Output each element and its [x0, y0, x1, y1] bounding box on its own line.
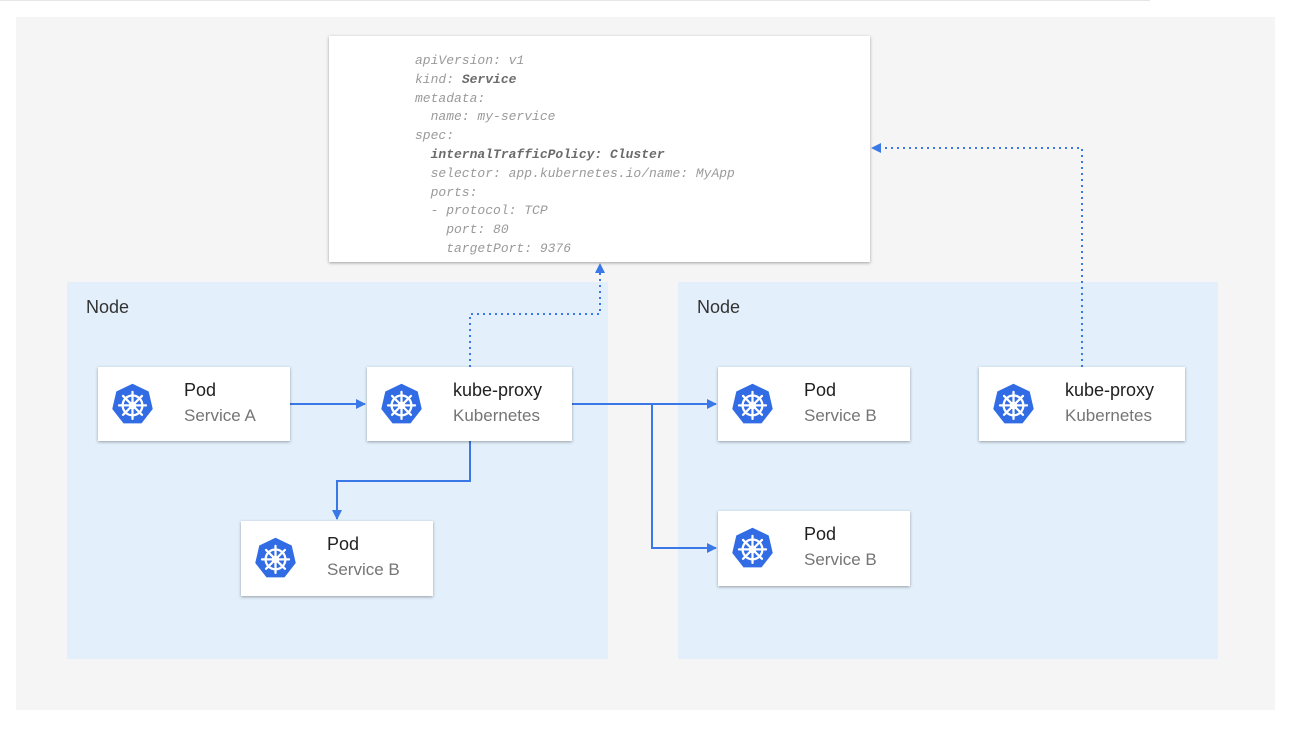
card-subtitle: Service A [184, 406, 256, 425]
yaml-emphasis: internalTrafficPolicy: Cluster [415, 146, 665, 162]
yaml-emphasis: Service [461, 71, 517, 87]
card-title: kube-proxy [1065, 380, 1155, 400]
card-title: Pod [804, 524, 837, 544]
pod-service-a-card: Pod Service A [98, 367, 290, 441]
top-divider [0, 0, 1150, 1]
dotted-proxy-1-to-service [469, 263, 605, 367]
card-title: Pod [804, 380, 837, 400]
kubernetes-icon [253, 536, 298, 581]
yaml-line: port: 80 [415, 222, 509, 238]
kube-proxy-right-card: kube-proxy Kubernetes [979, 367, 1185, 441]
kubernetes-icon [379, 382, 424, 427]
yaml-line: metadata: [415, 90, 486, 106]
node-right: Node [678, 282, 1218, 659]
yaml-line: internalTrafficPolicy: Cluster [415, 147, 665, 162]
dotted-proxy-2-to-service [871, 143, 1083, 367]
yaml-key: kind: [415, 71, 462, 87]
card-subtitle: Service B [804, 406, 877, 425]
arrow-proxy-to-pod-b-left [332, 441, 471, 520]
kube-proxy-left-card: kube-proxy Kubernetes [367, 367, 572, 441]
yaml-line: - protocol: TCP [415, 203, 548, 219]
service-yaml-code: apiVersion: v1 kind: Service metadata: n… [415, 52, 735, 259]
yaml-line: spec: [415, 128, 455, 144]
yaml-line: kind: Service [415, 72, 516, 87]
kubernetes-icon [730, 526, 775, 571]
card-subtitle: Kubernetes [1065, 406, 1152, 425]
card-title: Pod [184, 380, 217, 400]
node-label: Node [697, 297, 741, 317]
node-label: Node [86, 297, 130, 317]
kubernetes-icon [110, 382, 155, 427]
card-subtitle: Service B [327, 560, 400, 579]
pod-service-b-left-card: Pod Service B [241, 521, 433, 596]
yaml-line: name: my-service [415, 109, 556, 125]
pod-service-b-right-1-card: Pod Service B [718, 367, 910, 441]
card-subtitle: Kubernetes [453, 406, 540, 425]
yaml-line: ports: [415, 184, 478, 200]
service-yaml-card: apiVersion: v1 kind: Service metadata: n… [329, 36, 870, 262]
kubernetes-icon [991, 382, 1036, 427]
yaml-line: targetPort: 9376 [415, 240, 572, 256]
kubernetes-icon [730, 382, 775, 427]
pod-service-b-right-2-card: Pod Service B [718, 511, 910, 586]
yaml-line: selector: app.kubernetes.io/name: MyApp [415, 165, 735, 181]
card-title: Pod [327, 534, 360, 554]
card-subtitle: Service B [804, 550, 877, 569]
node-left: Node [67, 282, 608, 659]
card-title: kube-proxy [453, 380, 543, 400]
arrow-proxy-to-pod-b-right-2 [651, 404, 717, 553]
yaml-line: apiVersion: v1 [415, 53, 525, 68]
